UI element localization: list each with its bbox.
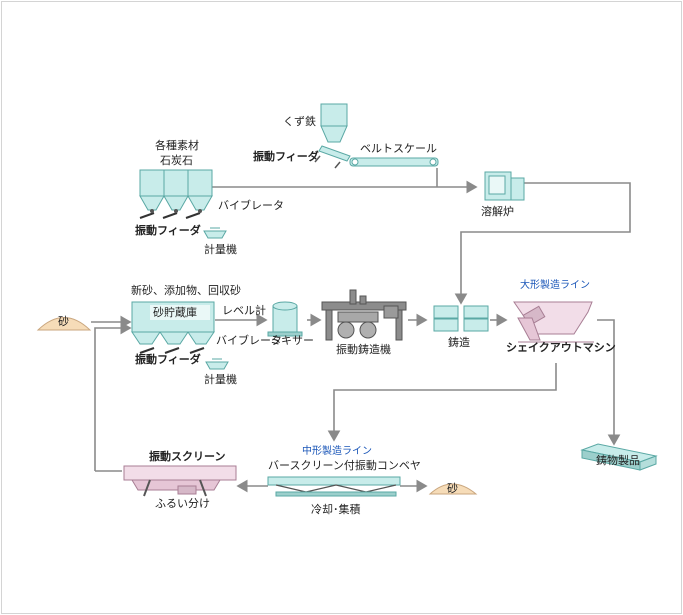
label-medium-line: 中形製造ライン [302,446,372,457]
bar-screen-conveyor [267,476,401,497]
molding-machine [321,289,407,341]
label-furnace: 溶解炉 [481,205,514,218]
label-belt-scale: ベルトスケール [360,142,437,155]
label-large-line: 大形製造ライン [520,280,590,291]
castings-product [580,443,658,471]
label-casting: 鋳造 [448,336,470,349]
label-feeder-mid: 振動フィーダ [135,224,201,237]
material-bins [139,169,227,239]
label-vibrator-low: バイブレータ [216,334,282,347]
vibrating-screen [123,465,237,497]
sand-pile-left [36,317,92,331]
label-molding: 振動鋳造機 [336,343,391,356]
label-castings: 鋳物製品 [596,454,640,467]
flow-line-screen-return [94,321,132,471]
label-level-gauge: レベル計 [222,304,266,317]
label-screen: 振動スクリーン [149,450,226,463]
casting-molds [433,305,489,332]
label-feeder-top: 振動フィーダ [253,150,319,163]
label-scale-top: 計量機 [204,243,237,256]
label-sand-storage: 砂貯蔵庫 [153,306,197,319]
mixer [267,301,303,337]
label-feeder-low: 振動フィーダ [135,353,201,366]
label-shakeout: シェイクアウトマシン [506,341,616,354]
label-mixer: ミキサー [270,334,314,347]
shakeout-machine [513,301,594,343]
melting-furnace [484,171,525,201]
scrap-hopper [314,103,439,169]
label-coal: 石炭石 [160,154,193,167]
label-scrap-iron: くず鉄 [283,115,316,128]
flow-line-shakeout-to-conveyor [327,363,557,442]
label-sieving: ふるい分け [155,497,210,510]
label-sand-inputs: 新砂、添加物、回収砂 [131,284,241,297]
label-materials: 各種素材 [155,139,199,152]
sand-storage-bins [131,301,229,370]
label-scale-low: 計量機 [204,373,237,386]
label-cooling: 冷却･集積 [311,503,361,516]
flow-line-furnace-to-casting [454,182,631,305]
label-vibrator-top: バイブレータ [218,199,284,212]
label-sand-left: 砂 [58,315,69,328]
label-sand-right: 砂 [447,482,458,495]
label-conveyor: バースクリーン付振動コンベヤ [268,459,421,472]
flow-line-shakeout-to-product [597,319,621,446]
sand-pile-right [428,483,478,495]
